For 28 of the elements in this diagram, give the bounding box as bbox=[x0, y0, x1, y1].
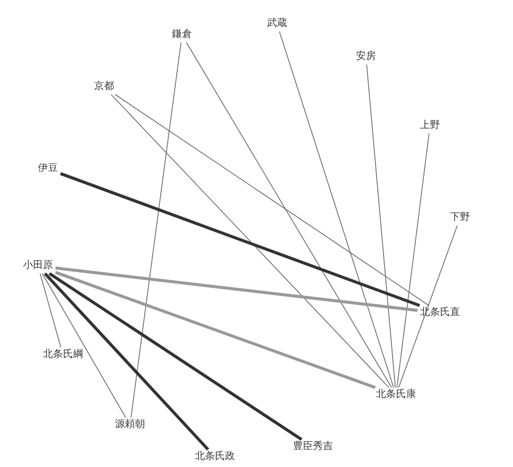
connector-line bbox=[55, 266, 418, 312]
node-label: 源頼朝 bbox=[114, 419, 146, 431]
connector-line bbox=[396, 133, 430, 388]
connector-line bbox=[40, 273, 62, 348]
connector-line bbox=[130, 42, 182, 418]
connector-line bbox=[42, 273, 126, 418]
connector-line bbox=[279, 31, 394, 388]
node-label: 北条氏康 bbox=[375, 389, 417, 401]
node-label: 北条氏綱 bbox=[42, 349, 84, 361]
connector-line bbox=[186, 42, 392, 388]
node-label: 安房 bbox=[355, 51, 377, 63]
node-label: 鎌倉 bbox=[171, 29, 193, 41]
node-label: 豊臣秀吉 bbox=[292, 441, 334, 453]
node-label: 北条氏政 bbox=[194, 451, 236, 463]
connector-line bbox=[55, 270, 376, 389]
node-label: 伊豆 bbox=[37, 163, 59, 175]
node-label: 下野 bbox=[449, 212, 471, 224]
node-label: 京都 bbox=[93, 81, 115, 93]
connector-line bbox=[114, 94, 430, 306]
node-label: 上野 bbox=[419, 120, 441, 132]
connector-line bbox=[110, 94, 390, 388]
connector-line bbox=[398, 225, 458, 388]
connector-line bbox=[60, 172, 420, 307]
node-label: 小田原 bbox=[22, 260, 54, 272]
connector-line bbox=[48, 272, 302, 441]
connector-line bbox=[366, 64, 396, 388]
connector-line bbox=[44, 272, 210, 451]
node-label: 武蔵 bbox=[266, 18, 288, 30]
